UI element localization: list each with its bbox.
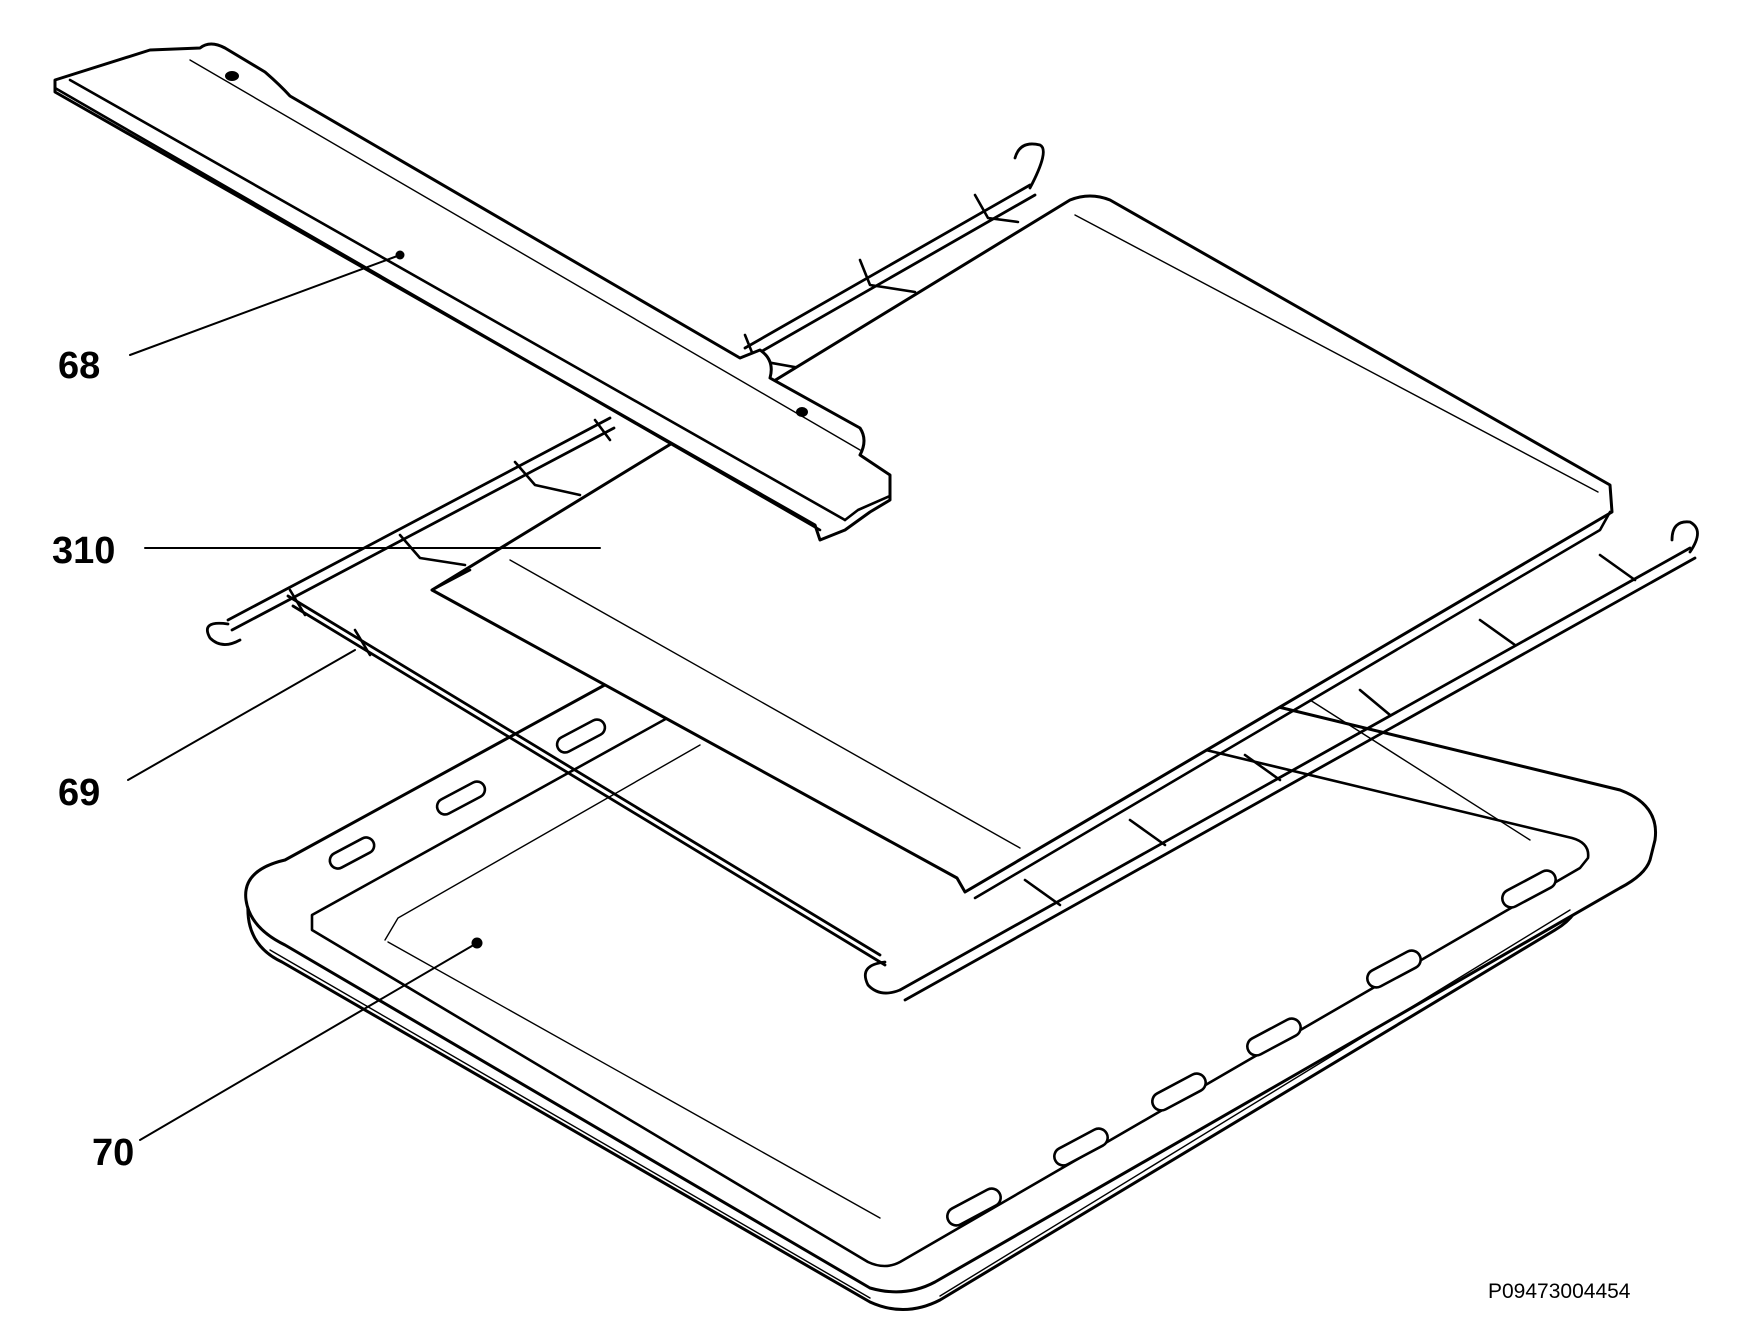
callout-69: 69 [58,772,100,814]
callout-310: 310 [52,530,115,572]
tray-slots-right [946,869,1557,1227]
part-68-channel-rail [53,42,892,542]
reference-code: P09473004454 [1488,1280,1631,1303]
callout-70: 70 [92,1132,134,1174]
callout-68: 68 [58,345,100,387]
leader-69 [127,649,356,781]
leader-70 [139,942,478,1141]
leader-68 [129,254,401,356]
leader-lines [127,254,601,1141]
part-70-tray [244,590,1658,1312]
tray-slots-left [328,718,607,870]
part-310-panel [430,194,1614,900]
part-69-wire-guide [205,142,1699,1002]
